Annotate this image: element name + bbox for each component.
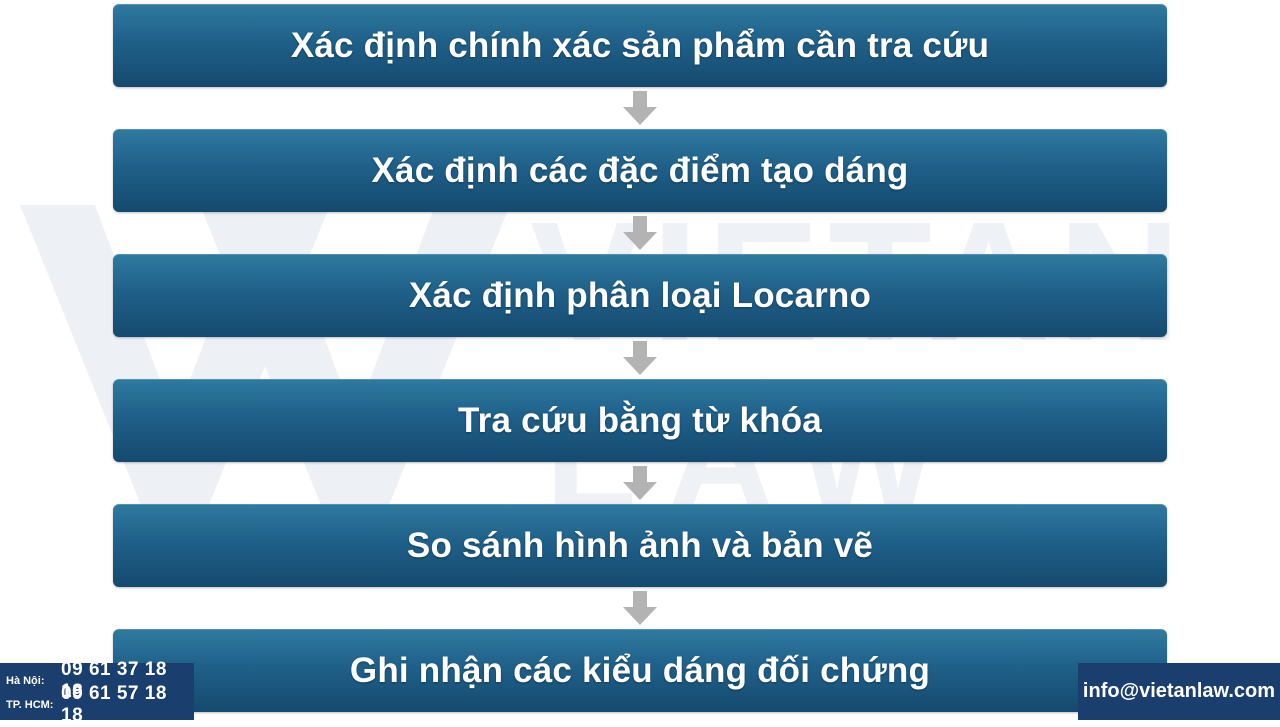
step-4-box: Tra cứu bằng từ khóa [113,379,1167,462]
process-flow: Xác định chính xác sản phẩm cần tra cứu … [113,4,1167,712]
arrow-down-icon [113,587,1167,629]
step-6-box: Ghi nhận các kiểu dáng đối chứng [113,629,1167,712]
phone-contacts: Hà Nội: 09 61 37 18 18 TP. HCM: 09 61 57… [0,659,194,726]
step-5-label: So sánh hình ảnh và bản vẽ [406,525,874,565]
arrow-down-icon [113,87,1167,129]
step-4-label: Tra cứu bằng từ khóa [458,400,822,440]
hcm-contact: TP. HCM: 09 61 57 18 18 [6,683,188,726]
step-3-box: Xác định phân loại Locarno [113,254,1167,337]
step-2-label: Xác định các đặc điểm tạo dáng [371,150,909,190]
step-1-label: Xác định chính xác sản phẩm cần tra cứu [290,25,990,65]
arrow-down-icon [113,212,1167,254]
hanoi-label: Hà Nội: [6,675,45,687]
hcm-label: TP. HCM: [6,699,54,711]
step-3-label: Xác định phân loại Locarno [408,275,872,315]
hanoi-phone[interactable]: 09 61 37 18 18 [61,659,167,702]
hanoi-contact: Hà Nội: 09 61 37 18 18 [6,659,188,702]
email-contact: info@vietanlaw.com [1078,663,1280,720]
email-link[interactable]: info@vietanlaw.com [1082,680,1276,702]
step-1-box: Xác định chính xác sản phẩm cần tra cứu [113,4,1167,87]
hcm-phone[interactable]: 09 61 57 18 18 [61,683,167,726]
step-5-box: So sánh hình ảnh và bản vẽ [113,504,1167,587]
arrow-down-icon [113,337,1167,379]
step-6-label: Ghi nhận các kiểu dáng đối chứng [349,650,931,690]
arrow-down-icon [113,462,1167,504]
step-2-box: Xác định các đặc điểm tạo dáng [113,129,1167,212]
